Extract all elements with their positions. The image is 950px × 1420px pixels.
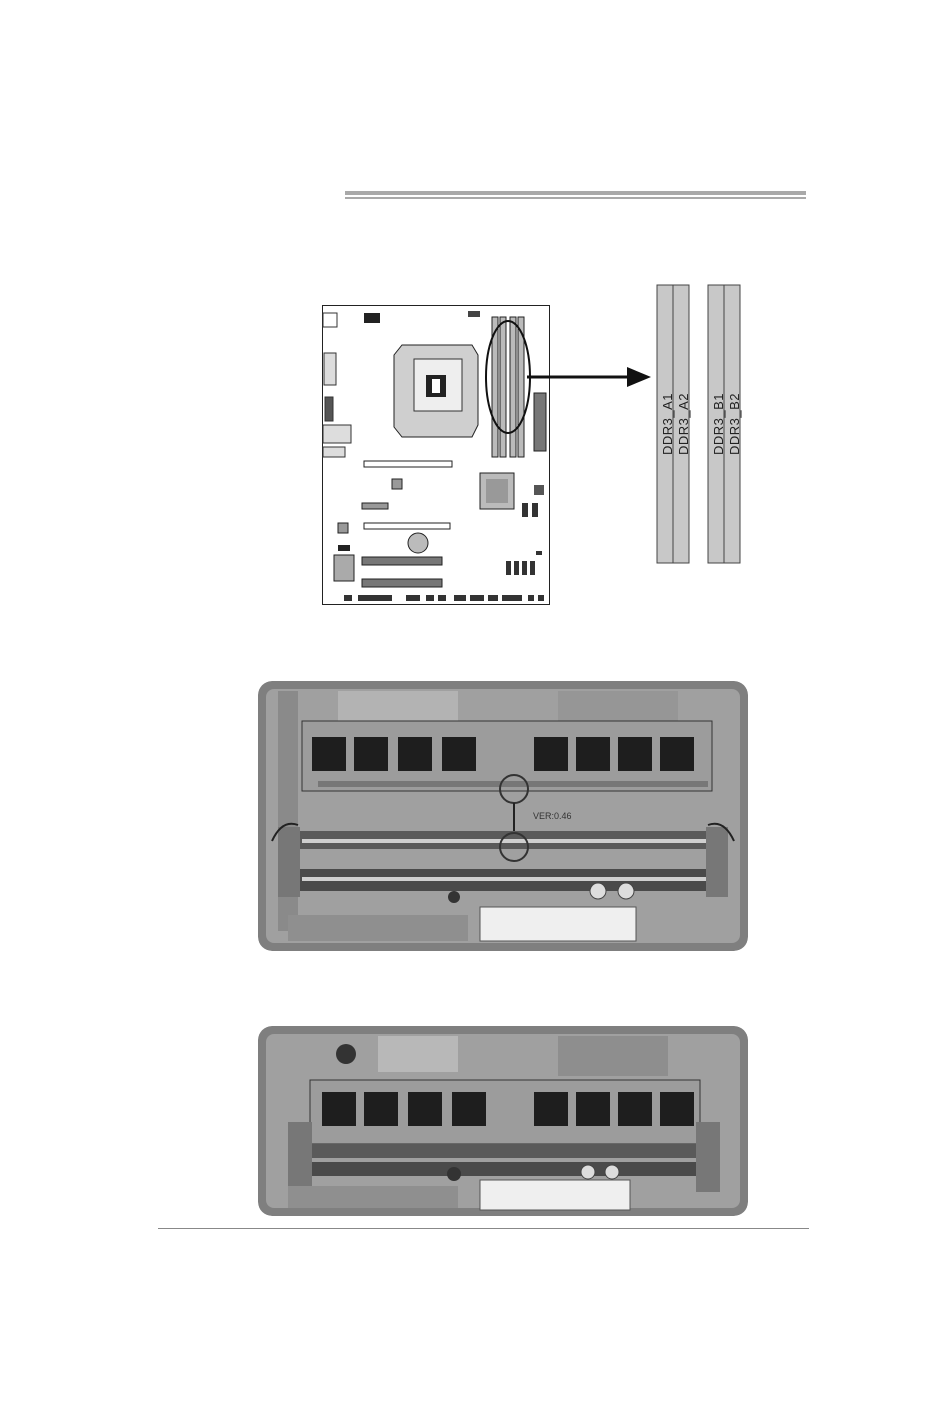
slot-label-a1: DDR3_A1 bbox=[660, 393, 675, 455]
header-rule bbox=[345, 191, 806, 201]
slot-label-b2: DDR3_B2 bbox=[727, 393, 742, 455]
board-revision: VER:0.46 bbox=[533, 811, 572, 821]
slot-label-a2: DDR3_A2 bbox=[676, 393, 691, 455]
slot-label-b1: DDR3_B1 bbox=[711, 393, 726, 455]
motherboard-diagram bbox=[322, 305, 550, 605]
photo-module-seated bbox=[258, 1026, 748, 1216]
photo-module-insertion: VER:0.46 bbox=[258, 681, 748, 951]
footer-rule bbox=[158, 1228, 809, 1229]
pointer-arrow bbox=[527, 366, 652, 388]
